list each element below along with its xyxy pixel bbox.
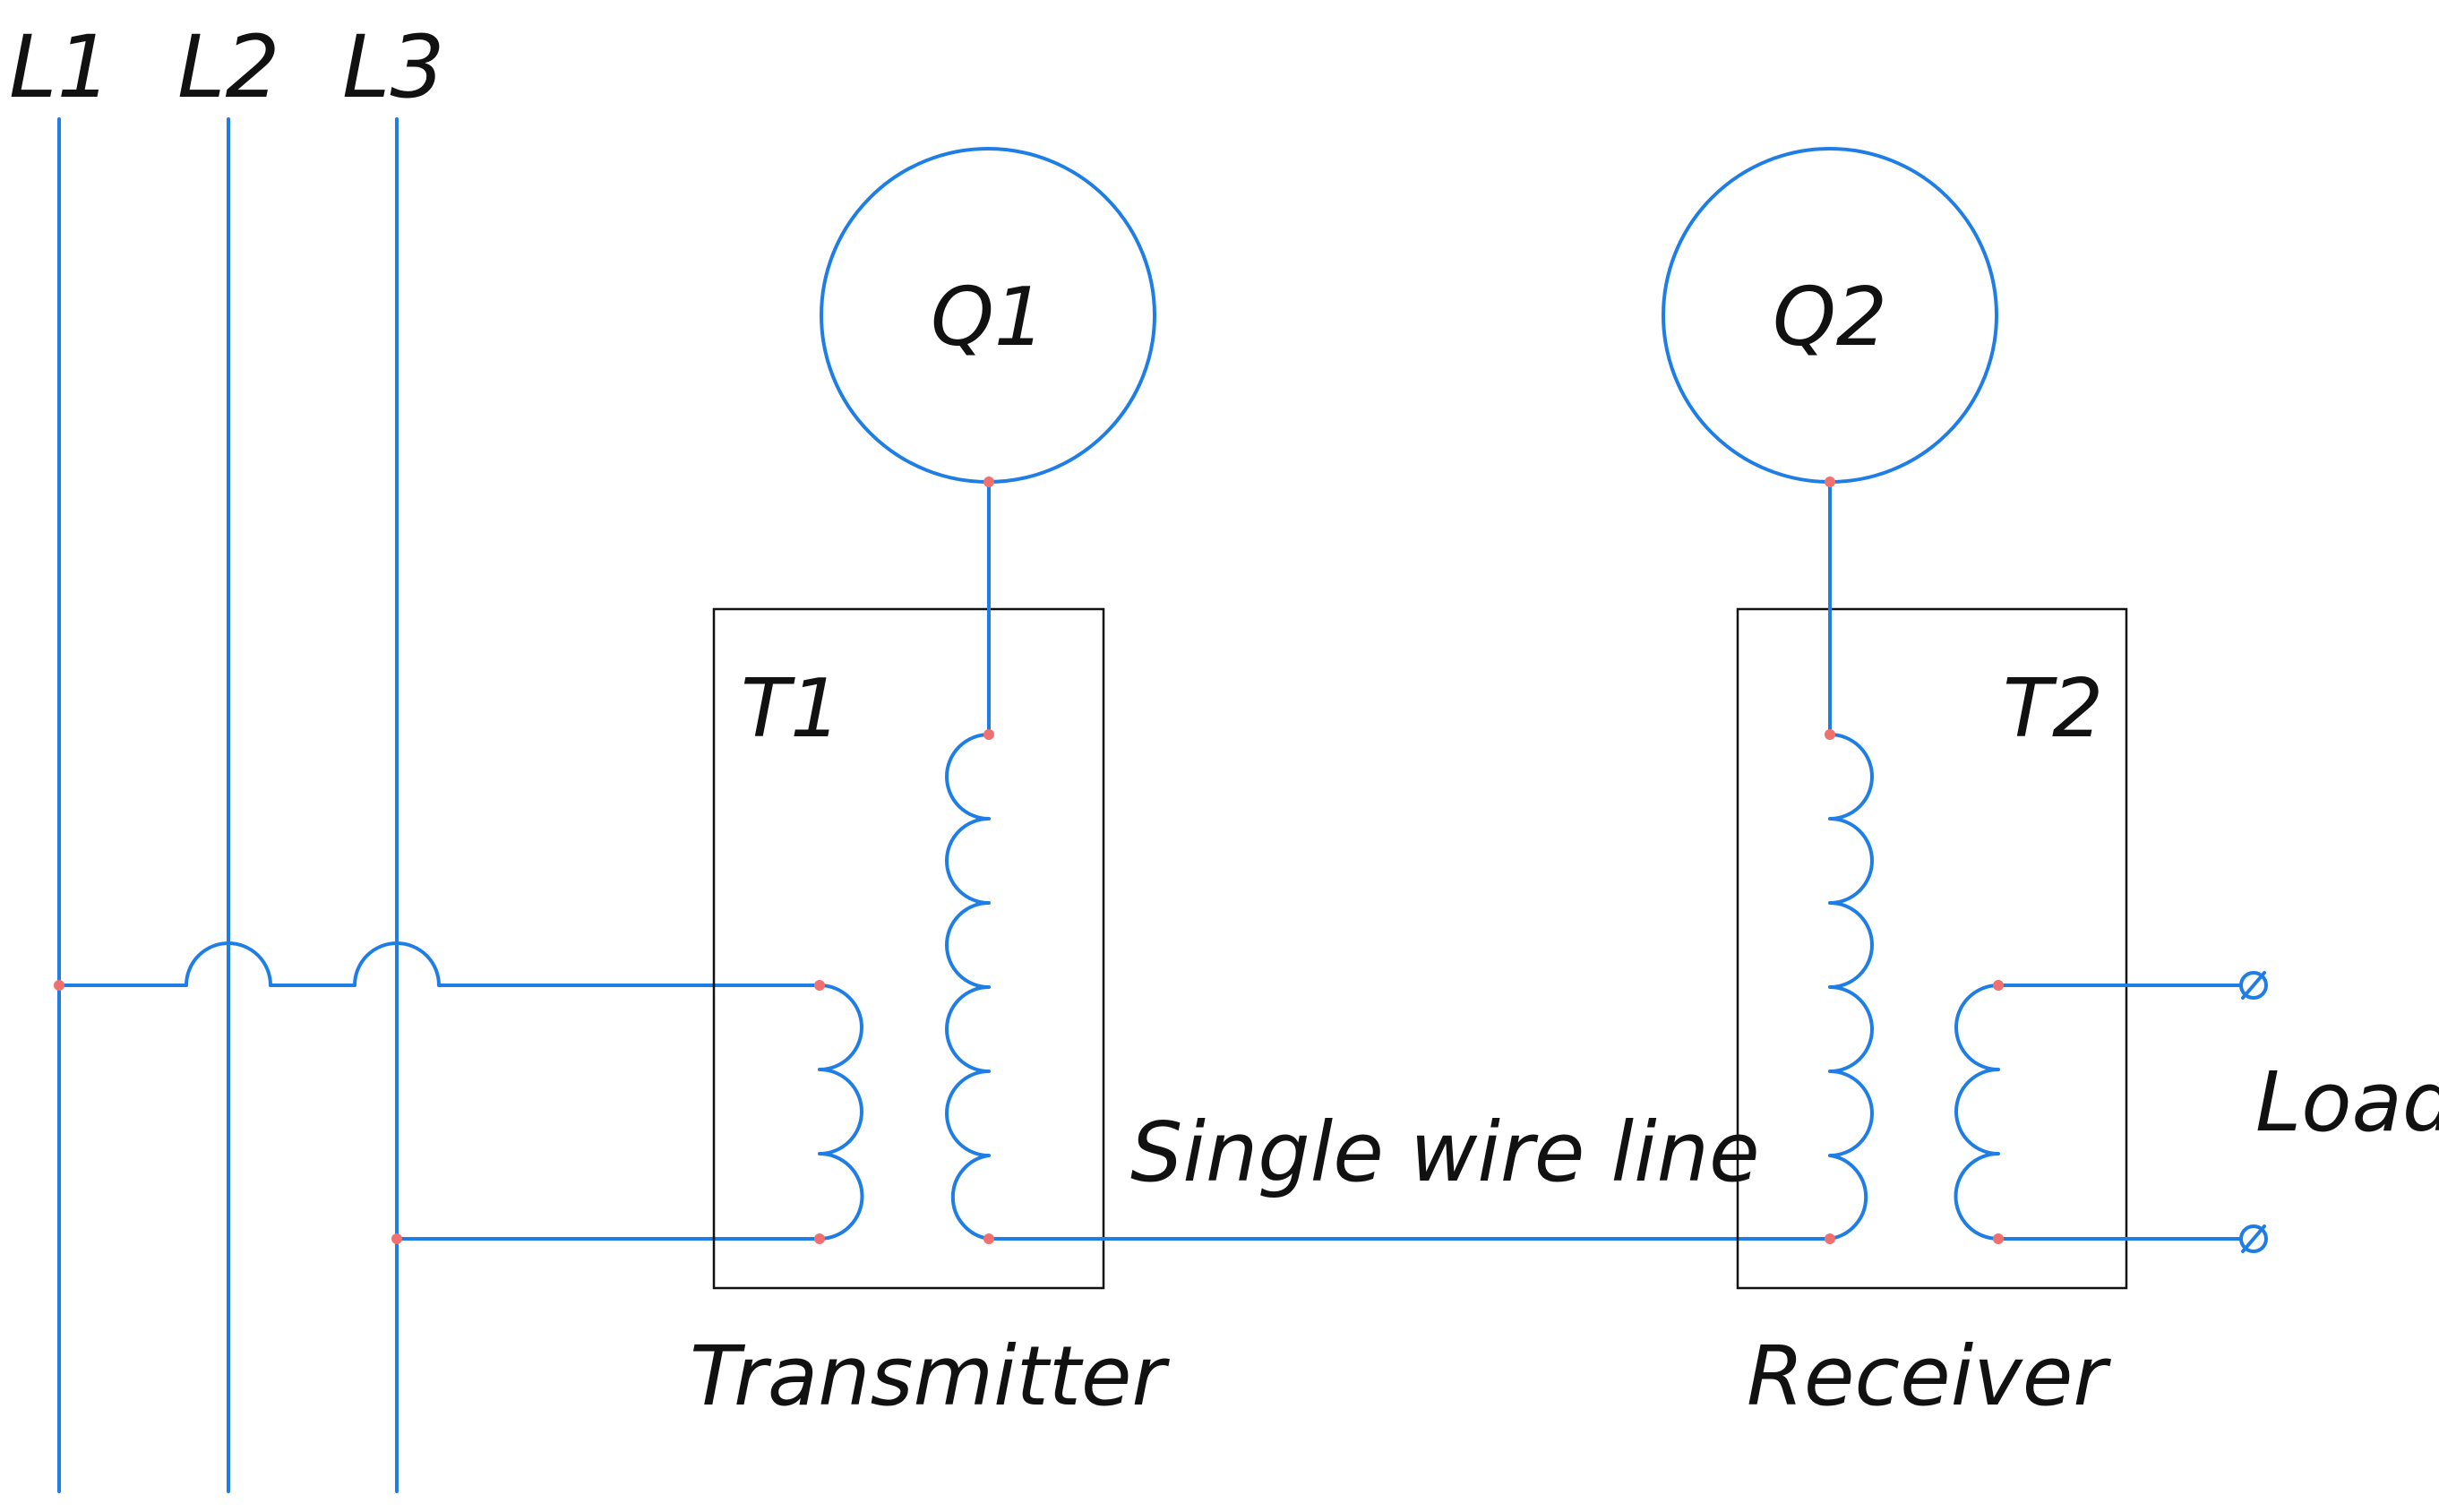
t2-label: T2 (2003, 662, 2103, 756)
node-t2-secondary-bottom (1993, 1233, 2004, 1244)
t1-label: T1 (741, 662, 841, 756)
t2-primary-coil (1828, 733, 1874, 1241)
rail-l3-label: L3 (342, 17, 445, 117)
load-terminal-top (2239, 971, 2268, 1000)
rail-l2-label: L2 (177, 17, 280, 117)
q1-label: Q1 (931, 271, 1045, 365)
node-t1-primary-top (814, 980, 825, 991)
load-terminal-bottom (2239, 1224, 2268, 1253)
rail-l1-label: L1 (9, 17, 112, 117)
node-t2-secondary-top (1993, 980, 2004, 991)
power-rails: L1 L2 L3 (9, 17, 445, 1493)
node-t1-secondary-bottom (983, 1233, 994, 1244)
single-wire-line-label: Single wire line (1130, 1104, 1760, 1200)
t1-primary-coil (818, 984, 864, 1241)
connection-nodes (54, 477, 2004, 1244)
node-l1-feed (54, 980, 64, 991)
t1-secondary-coil (945, 733, 991, 1241)
node-t2-primary-top (1825, 729, 1835, 740)
node-t1-primary-bottom (814, 1233, 825, 1244)
receiver-label: Receiver (1747, 1328, 2111, 1424)
node-t1-secondary-top (983, 729, 994, 740)
q2-label: Q2 (1773, 271, 1887, 365)
t2-secondary-coil (1954, 984, 2000, 1241)
l1-feed-wire (57, 941, 821, 987)
transmitter-label: Transmitter (690, 1328, 1170, 1424)
node-t2-primary-bottom (1825, 1233, 1835, 1244)
node-q2 (1825, 477, 1835, 487)
receiver-box (1736, 607, 2128, 1290)
transmitter-box (712, 607, 1105, 1290)
load-label: Load (2255, 1054, 2439, 1150)
node-l3-return (391, 1233, 402, 1244)
node-q1 (983, 477, 994, 487)
